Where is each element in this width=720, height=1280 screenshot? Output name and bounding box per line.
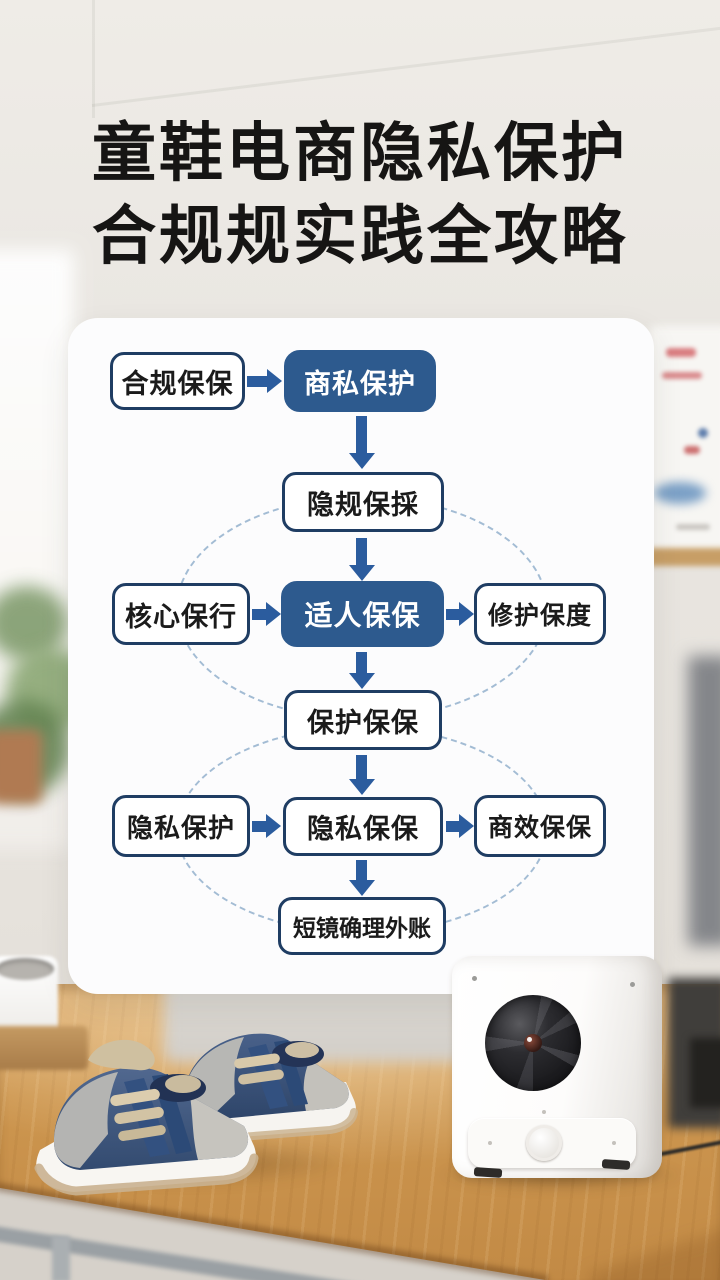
chair-back xyxy=(688,656,720,946)
whiteboard-mark xyxy=(654,482,706,504)
title-line-1: 童鞋电商隐私保护 xyxy=(92,117,628,189)
ceiling-line xyxy=(91,23,720,107)
flow-node: 商效保保 xyxy=(474,795,606,857)
right-arrow-icon xyxy=(252,602,281,626)
screw-icon xyxy=(472,976,477,981)
right-arrow-icon xyxy=(247,369,282,393)
flowchart-card: 合规保保 商私保护 隐规保採 核心保行 适人保保 修护保度 保护保保 隐私保护 … xyxy=(68,318,654,994)
device-foot xyxy=(473,1167,503,1178)
flow-node: 隐私保保 xyxy=(283,797,443,856)
flow-node: 隐规保採 xyxy=(282,472,444,532)
black-device-edge xyxy=(690,1038,720,1108)
whiteboard-mark xyxy=(684,446,700,454)
right-arrow-icon xyxy=(252,814,281,838)
device-foot xyxy=(601,1159,631,1170)
flow-node-highlighted: 商私保护 xyxy=(284,350,436,412)
flow-node: 修护保度 xyxy=(474,583,606,645)
down-arrow-icon xyxy=(348,416,375,469)
whiteboard-rail xyxy=(648,548,720,566)
lens-highlight xyxy=(527,1037,532,1042)
flow-node: 短镜确理外账 xyxy=(278,897,446,955)
front-sneaker xyxy=(34,1039,259,1196)
device-button xyxy=(526,1125,562,1161)
whiteboard-mark xyxy=(662,372,702,379)
whiteboard xyxy=(650,326,720,556)
down-arrow-icon xyxy=(348,860,375,896)
title-line-2: 合规规实践全攻略 xyxy=(92,200,628,273)
screw-icon xyxy=(630,982,635,987)
camera-lens-core xyxy=(524,1034,542,1052)
right-arrow-icon xyxy=(446,814,474,838)
page-title: 童鞋电商隐私保护 合规规实践全攻略 xyxy=(0,112,720,278)
rear-sneaker xyxy=(165,1033,358,1145)
children-sneakers xyxy=(34,1033,358,1196)
flow-node-highlighted: 适人保保 xyxy=(281,581,444,647)
whiteboard-mark xyxy=(666,348,696,357)
plant-leaves xyxy=(0,586,68,660)
plant-pot xyxy=(0,730,42,804)
down-arrow-icon xyxy=(348,538,375,581)
camera-lens xyxy=(485,995,581,1091)
panel-dot xyxy=(612,1141,616,1145)
security-camera-device xyxy=(452,956,662,1178)
desk-leg xyxy=(52,1236,70,1280)
down-arrow-icon xyxy=(348,755,375,795)
flow-node: 合规保保 xyxy=(110,352,245,410)
right-arrow-icon xyxy=(446,602,474,626)
wall-corner-line xyxy=(92,0,95,118)
panel-dot xyxy=(488,1141,492,1145)
flow-node: 隐私保护 xyxy=(112,795,250,857)
wooden-coaster xyxy=(0,1026,88,1070)
flow-node: 保护保保 xyxy=(284,690,442,750)
panel-dot xyxy=(542,1110,546,1114)
down-arrow-icon xyxy=(348,652,375,689)
mug-rim xyxy=(0,958,54,980)
flow-node: 核心保行 xyxy=(112,583,250,645)
whiteboard-mark xyxy=(698,428,708,438)
whiteboard-mark xyxy=(676,524,710,530)
